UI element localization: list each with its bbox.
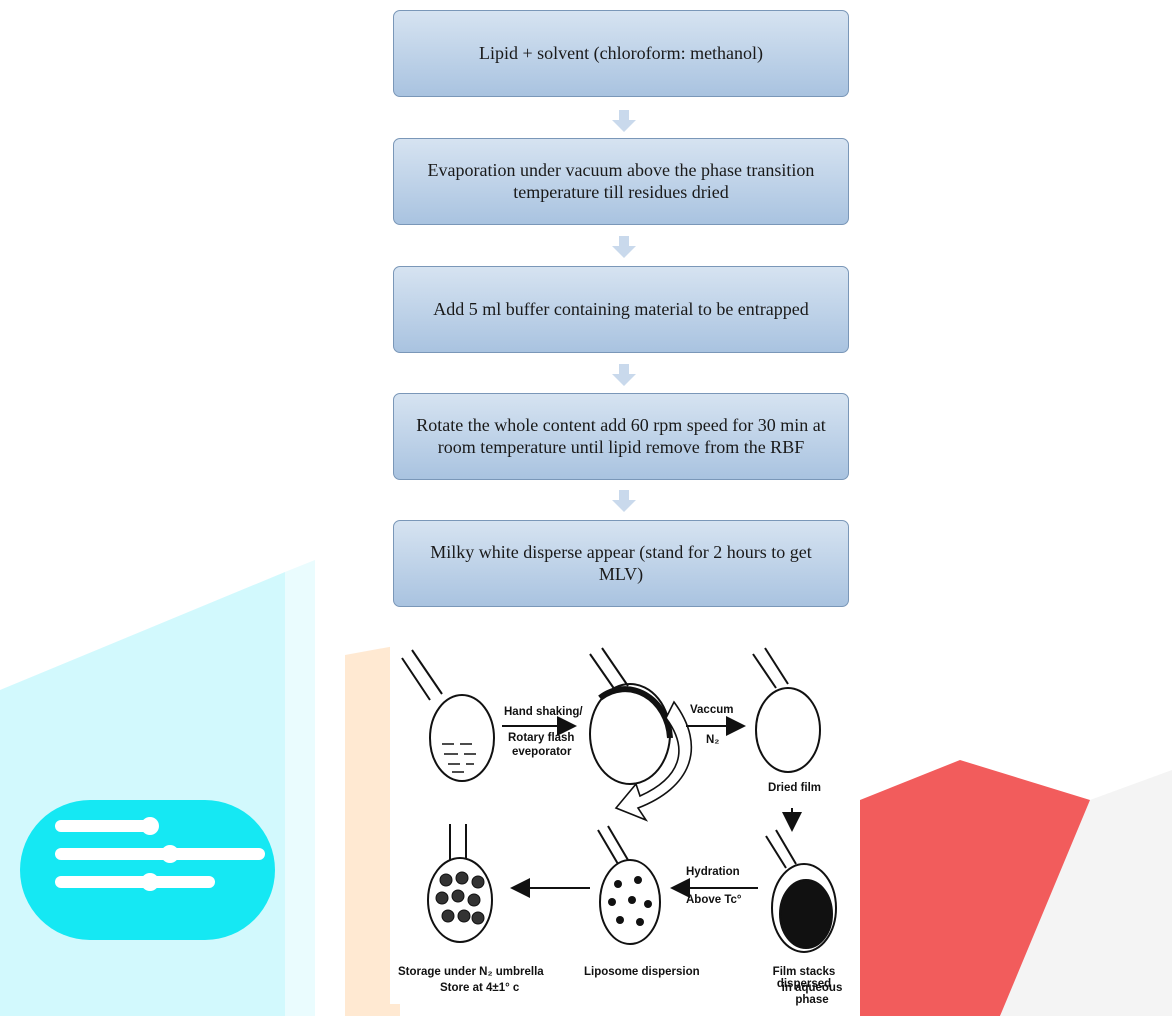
label-film-stacks-1: Film stacks dispersed	[772, 966, 836, 990]
diagram-drawing	[401, 647, 837, 953]
label-n2: N₂	[706, 734, 720, 746]
flow-step-2: Evaporation under vacuum above the phase…	[393, 138, 849, 225]
label-liposome-dispersion: Liposome dispersion	[584, 966, 700, 978]
label-hydration: Hydration	[686, 866, 740, 878]
label-above-tc: Above Tc°	[686, 894, 742, 906]
label-evaporator: eveporator	[512, 746, 572, 758]
flask-solution-icon	[401, 649, 495, 782]
flask-film-stacks-icon	[765, 829, 837, 953]
down-arrow-icon	[612, 236, 636, 258]
flow-step-5: Milky white disperse appear (stand for 2…	[393, 520, 849, 607]
label-hand-shaking: Hand shaking/	[504, 706, 583, 718]
flask-liposome-icon	[597, 825, 661, 945]
label-vaccum: Vaccum	[690, 704, 734, 716]
down-arrow-icon	[612, 490, 636, 512]
down-arrow-icon	[612, 364, 636, 386]
label-dried-film: Dried film	[768, 782, 822, 794]
flask-storage-icon	[427, 824, 493, 943]
label-storage-1: Storage under N₂ umbrella	[398, 966, 544, 978]
flow-step-1: Lipid + solvent (chloroform: methanol)	[393, 10, 849, 97]
rotating-flask-icon	[589, 647, 692, 822]
flow-step-4: Rotate the whole content add 60 rpm spee…	[393, 393, 849, 480]
label-storage-2: Store at 4±1° c	[440, 982, 520, 994]
down-arrow-icon	[612, 110, 636, 132]
label-rotary-flash: Rotary flash	[508, 732, 575, 744]
label-film-stacks-2: in aqueous phase	[781, 982, 843, 1006]
liposome-process-diagram: Hand shaking/ Rotary flash eveporator Va…	[390, 638, 858, 1006]
flow-step-3: Add 5 ml buffer containing material to b…	[393, 266, 849, 353]
flask-dried-icon	[752, 647, 821, 773]
